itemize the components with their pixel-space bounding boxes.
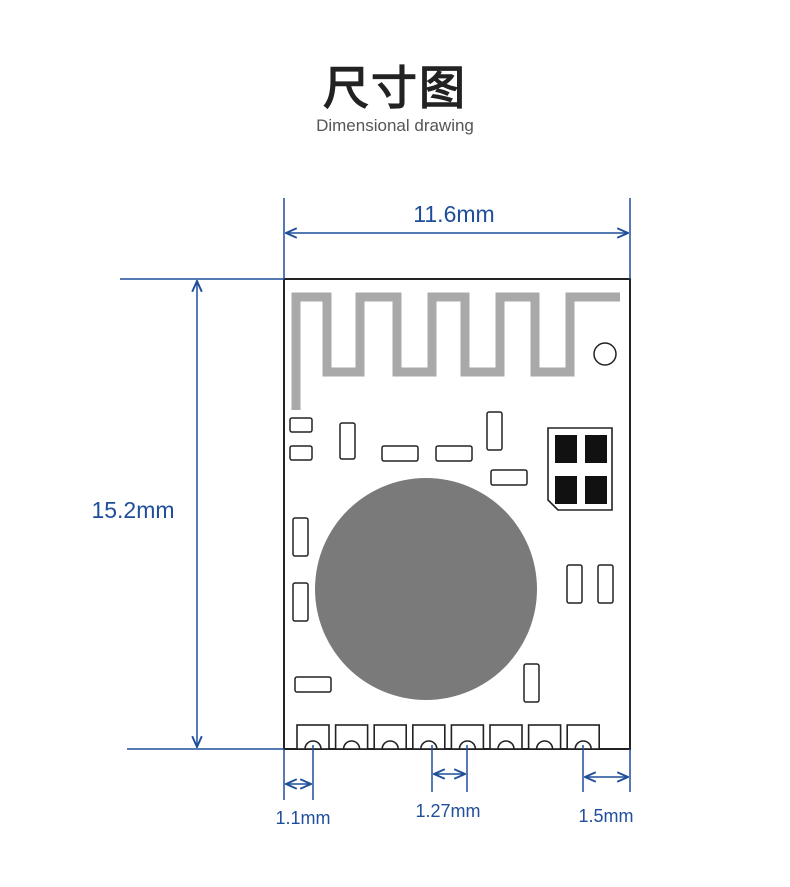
- smd-component: [490, 469, 528, 486]
- pad-half-hole: [458, 740, 477, 750]
- smd-component: [294, 676, 332, 693]
- smd-component: [486, 411, 503, 451]
- height-label: 15.2mm: [91, 497, 174, 523]
- smd-component: [289, 417, 313, 433]
- marker-hole: [593, 342, 617, 366]
- width-label: 11.6mm: [413, 201, 494, 227]
- pad-half-hole: [497, 740, 515, 750]
- castellated-pad: [527, 724, 562, 750]
- smd-component: [566, 564, 583, 604]
- smd-component: [523, 663, 540, 703]
- smd-component: [292, 582, 309, 622]
- page-title: 尺寸图: [323, 61, 467, 115]
- smd-component: [339, 422, 356, 460]
- pad-offset-right-label: 1.5mm: [578, 806, 633, 826]
- pad-offset-left-label: 1.1mm: [275, 808, 330, 828]
- page-subtitle: Dimensional drawing: [316, 116, 474, 135]
- shield-can: [315, 478, 537, 700]
- pcb-antenna: [291, 292, 620, 410]
- pad-half-hole: [381, 740, 399, 750]
- pad-half-hole: [342, 740, 361, 750]
- castellated-pad: [373, 724, 408, 750]
- crystal-component: [547, 427, 613, 511]
- smd-component: [292, 517, 309, 557]
- smd-component: [381, 445, 419, 462]
- pad-half-hole: [304, 740, 322, 750]
- pad-pitch-label: 1.27mm: [415, 801, 480, 821]
- castellated-pad: [489, 724, 523, 750]
- pad-half-hole: [574, 740, 592, 750]
- smd-component: [597, 564, 614, 604]
- pad-half-hole: [420, 740, 438, 750]
- castellated-pad: [411, 724, 446, 750]
- smd-component: [435, 445, 473, 462]
- smd-component: [289, 445, 313, 461]
- castellated-pad: [334, 724, 369, 750]
- pad-half-hole: [535, 740, 554, 750]
